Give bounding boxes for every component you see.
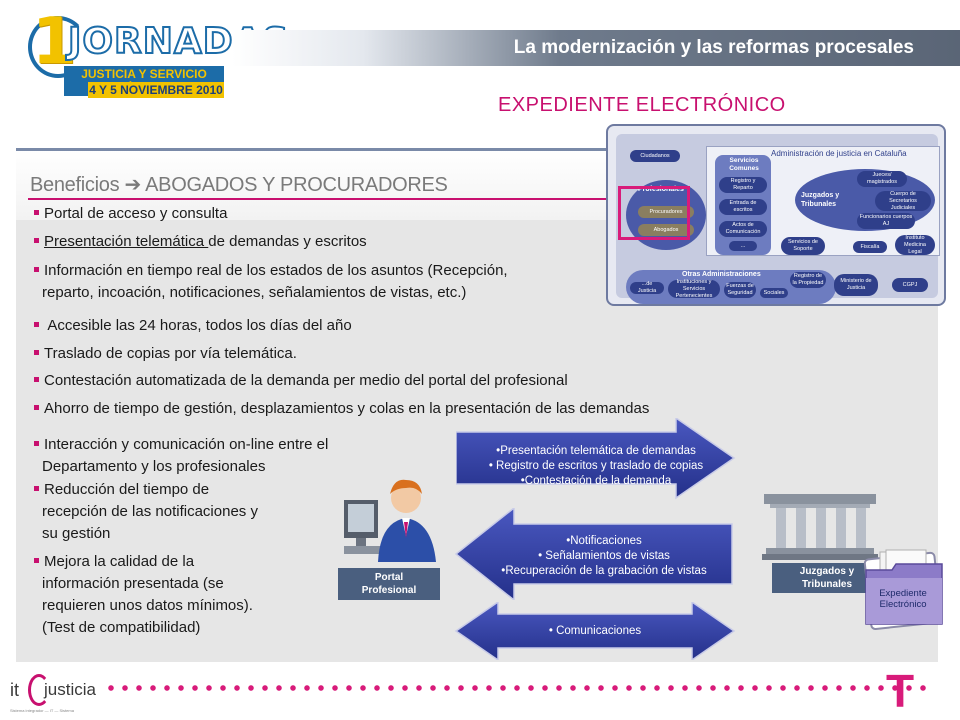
instituto-pill: Instituto Medicina Legal — [895, 235, 935, 255]
courthouse-icon — [762, 494, 878, 560]
bullet-portal: Portal de acceso y consulta — [34, 203, 227, 225]
bullet-informacion: Información en tiempo real de los estado… — [34, 260, 508, 304]
bullet-marker — [34, 349, 39, 355]
bullet-ahorro: Ahorro de tiempo de gestión, desplazamie… — [34, 398, 649, 420]
bullet-traslado: Traslado de copias por vía telemática. — [34, 343, 297, 365]
arrow-right-line2: • Registro de escritos y traslado de cop… — [488, 460, 704, 472]
expediente-label-line1: Expediente — [879, 588, 927, 599]
fiscalia-pill: Fiscalía — [853, 241, 887, 253]
banner-title: La modernización y las reformas procesal… — [513, 37, 914, 58]
portal-profesional-label: Portal Profesional — [338, 568, 440, 600]
logo-number: 1 — [32, 5, 77, 79]
expediente-label: Expediente Electrónico — [866, 588, 940, 610]
logo-tagline: Sistema integrador — IT — Sistema — [10, 708, 74, 713]
portal-label-line1: Portal — [374, 572, 404, 583]
servicios-comunes-label: Servicios Comunes — [729, 157, 759, 172]
ciudadanos-pill: Ciudadanos — [630, 150, 680, 162]
double-arrow-shape — [454, 602, 736, 660]
arrow-right-line3: •Contestación de la demanda — [520, 475, 672, 487]
dotted-divider — [104, 684, 928, 692]
otras-item-2: Instituciones y Servicios Pertenecientes — [668, 279, 720, 299]
t-logo-letter: T — [886, 665, 915, 717]
ellipsis-pill: ... — [729, 241, 757, 251]
cuerpo-pill: Cuerpo de Secretarios Judiciales — [875, 191, 931, 211]
top-divider — [16, 148, 938, 151]
otras-item-4: Sociales — [760, 288, 788, 298]
folder-icon — [863, 549, 943, 630]
funcionarios-pill: Funcionarios cuerpos AJ — [857, 213, 915, 229]
right-arrow-shape — [456, 418, 736, 500]
arrow-left-line2: • Señalamientos de vistas — [538, 550, 670, 562]
organization-diagram: Administración de justicia en Cataluña S… — [606, 124, 946, 306]
bullet-marker — [34, 321, 39, 327]
abogados-pill: Abogados — [638, 224, 694, 236]
jueces-pill: Jueces/ magistrados — [857, 171, 907, 187]
servicios-comunes-box: Servicios Comunes Registro y Reparto Ent… — [715, 155, 771, 255]
otras-administraciones-oval: Otras Administraciones ...de Justicia In… — [626, 270, 836, 304]
bullet-marker — [34, 404, 39, 410]
justicia-logo-text: justicia — [44, 680, 96, 699]
arrow-left-line3: •Recuperación de la grabación de vistas — [501, 565, 707, 577]
profesionales-label: Profesionales — [638, 186, 684, 193]
bullet-marker — [34, 557, 39, 563]
otras-item-1: ...de Justicia — [630, 281, 664, 294]
bullet-mejora: Mejora la calidad de la información pres… — [34, 551, 253, 639]
header-banner: La modernización y las reformas procesal… — [232, 30, 960, 66]
soporte-pill: Servicios de Soporte — [781, 237, 825, 255]
arrow-right-line1: •Presentación telemática de demandas — [496, 445, 696, 457]
juzgados-label-line1: Juzgados y — [799, 566, 855, 577]
juzgados-oval: Juzgados y Tribunales Jueces/ magistrado… — [795, 169, 935, 231]
arrow-right-text: •Presentación telemática de demandas • R… — [456, 444, 736, 489]
expediente-label-line2: Electrónico — [879, 599, 927, 610]
logo-ring-icon — [28, 16, 88, 78]
arrow-left-line1: •Notificaciones — [566, 535, 642, 547]
it-justicia-logo: it justicia Sistema integrador — IT — Si… — [6, 668, 98, 718]
cgpj-pill: CGPJ — [892, 278, 928, 292]
page-title: EXPEDIENTE ELECTRÓNICO — [498, 94, 786, 116]
bullet-contestacion: Contestación automatizada de la demanda … — [34, 370, 568, 392]
section-divider — [28, 198, 618, 200]
bullet-accesible: Accesible las 24 horas, todos los días d… — [34, 315, 352, 337]
bullet-reduccion: Reducción del tiempo de recepción de las… — [34, 479, 258, 545]
otras-label: Otras Administraciones — [682, 271, 761, 278]
otras-item-5: Registro de la Propiedad — [790, 272, 826, 288]
left-arrow-shape — [454, 508, 733, 600]
bullet-marker — [34, 237, 39, 243]
otras-item-3: Fuerzas de Seguridad — [724, 282, 756, 298]
bullet-interaccion: Interacción y comunicación on-line entre… — [34, 434, 328, 478]
admin-title: Administración de justicia en Cataluña — [771, 149, 907, 158]
juzgados-label-line2: Tribunales — [801, 579, 852, 590]
bullet-marker — [34, 209, 39, 215]
actos-pill: Actos de Comunicación — [719, 221, 767, 237]
procuradores-pill: Procuradores — [638, 206, 694, 218]
juzgados-label: Juzgados y Tribunales — [772, 563, 882, 593]
logo-date: 4 Y 5 NOVIEMBRE 2010 — [88, 82, 224, 98]
section-title: Beneficios ➔ ABOGADOS Y PROCURADORES — [30, 174, 448, 196]
diagram-panel: Administración de justicia en Cataluña S… — [616, 134, 940, 304]
highlight-frame — [618, 186, 690, 240]
registro-pill: Registro y Reparto — [719, 177, 767, 193]
t-logo: T — [880, 665, 920, 717]
bullet-marker — [34, 376, 39, 382]
bullet-marker — [34, 440, 39, 446]
person-computer-icon — [344, 479, 436, 562]
bullet-marker — [34, 485, 39, 491]
bullet-marker — [34, 266, 39, 272]
portal-label-line2: Profesional — [361, 585, 417, 596]
admin-justicia-box: Administración de justicia en Cataluña S… — [706, 146, 940, 256]
arrow-left-text: •Notificaciones • Señalamientos de vista… — [470, 534, 738, 579]
bullet-presentacion: Presentación telemática de demandas y es… — [34, 231, 367, 253]
it-logo-text: it — [10, 680, 19, 700]
juzgados-diagram-label: Juzgados y Tribunales — [801, 192, 840, 208]
jornadas-logo: 1 JORNADAS JUSTICIA Y SERVICIO PÚBLICO 4… — [28, 5, 289, 102]
it-logo-ring — [28, 674, 50, 706]
ministerio-pill: Ministerio de Justicia — [834, 274, 878, 296]
entrada-pill: Entrada de escritos — [719, 199, 767, 215]
arrow-double-text: • Comunicaciones — [548, 625, 642, 637]
